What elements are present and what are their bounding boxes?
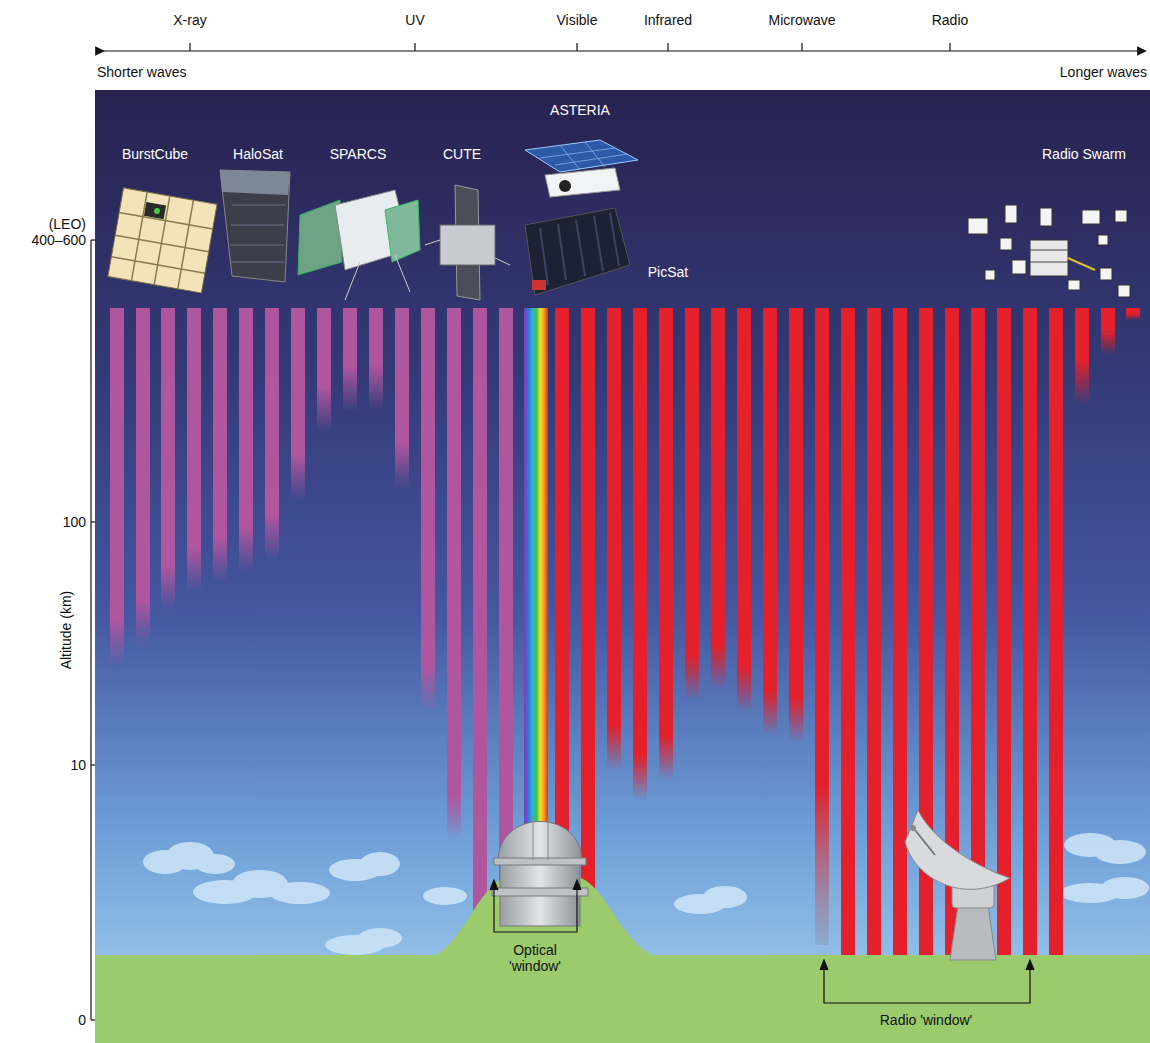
- band-label: X-ray: [173, 12, 206, 28]
- picsat-satellite: [525, 208, 630, 295]
- axis-title: Altitude (km): [58, 591, 74, 670]
- observatory-dome: [492, 816, 588, 926]
- window-bracket: [490, 880, 1034, 1003]
- band-label: Radio: [932, 12, 969, 28]
- band-label: Microwave: [769, 12, 836, 28]
- satellite-name: CUTE: [443, 146, 481, 162]
- sparcs-satellite: [298, 190, 420, 300]
- axis-tick-label: (LEO): [49, 216, 86, 232]
- satellite-name: PicSat: [648, 264, 688, 280]
- window-label: Radio 'window': [880, 1012, 973, 1028]
- asteria-satellite: [525, 140, 638, 197]
- absorption-bars: [110, 308, 1140, 990]
- axis-tick-label: 0: [78, 1012, 86, 1028]
- ground: [95, 955, 1150, 1043]
- window-label: Optical 'window': [500, 942, 570, 974]
- halosat-satellite: [220, 170, 290, 282]
- band-label: UV: [405, 12, 424, 28]
- axis-end-label: Longer waves: [1060, 64, 1147, 80]
- axis-tick-label: 400–600: [31, 232, 86, 248]
- satellite-name: BurstCube: [122, 146, 188, 162]
- satellite-name: ASTERIA: [550, 102, 610, 118]
- burstcube-satellite: [108, 188, 217, 293]
- axis-tick-label: 100: [63, 514, 86, 530]
- band-label: Visible: [557, 12, 598, 28]
- band-label: Infrared: [644, 12, 692, 28]
- satellite-name: SPARCS: [330, 146, 387, 162]
- satellite-name: HaloSat: [233, 146, 283, 162]
- radio-swarm-satellites: [968, 205, 1130, 297]
- axis-tick-label: 10: [70, 757, 86, 773]
- axis-end-label: Shorter waves: [97, 64, 186, 80]
- satellite-name: Radio Swarm: [1042, 146, 1126, 162]
- radio-dish: [905, 810, 1010, 960]
- wavelength-axis: [100, 43, 1142, 51]
- sky-panel: [95, 90, 1150, 1043]
- cute-satellite: [425, 185, 510, 300]
